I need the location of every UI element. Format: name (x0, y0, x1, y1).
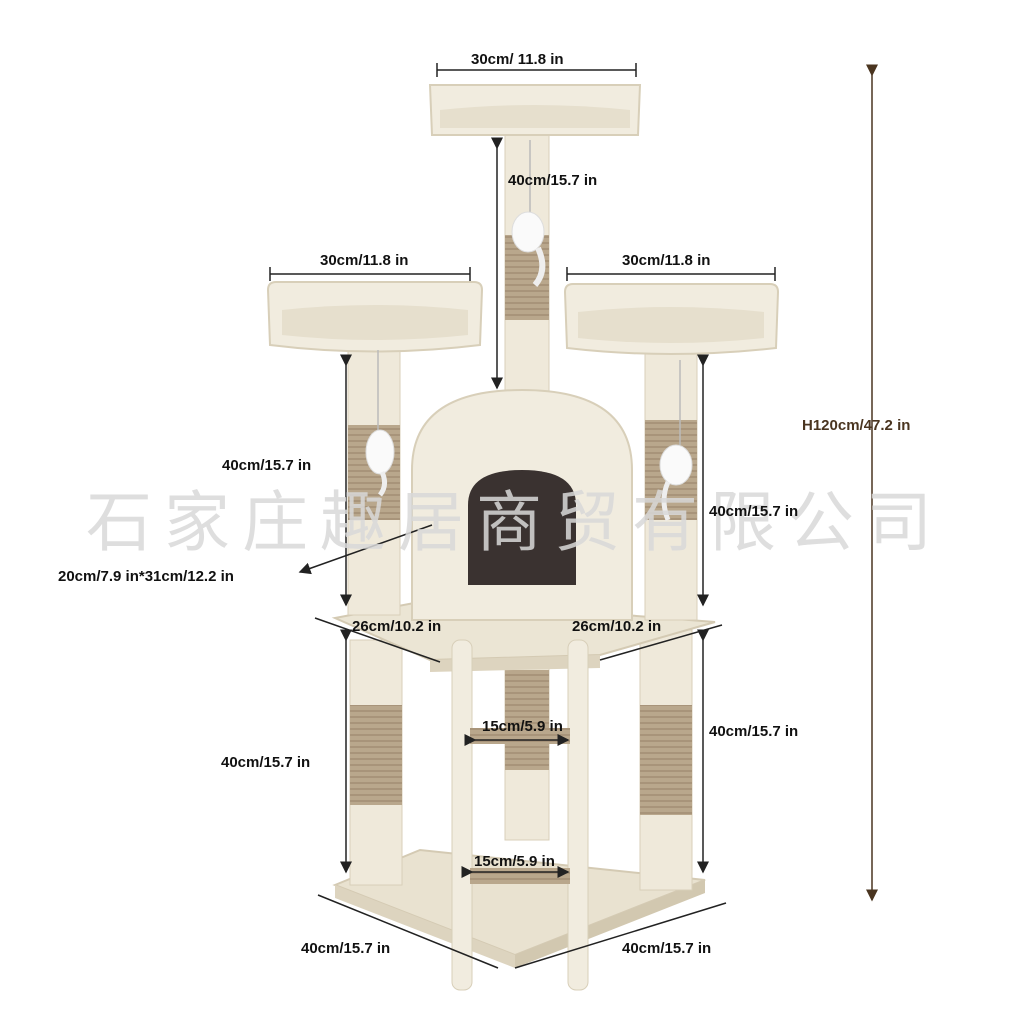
lower-right-post (639, 629, 693, 891)
left-upper-post-height-label: 40cm/15.7 in (222, 457, 312, 474)
top-platform-width-label: 30cm/ 11.8 in (471, 51, 564, 68)
watermark-text: 石家庄趣居商贸有限公司 (86, 484, 944, 561)
middle-board-right-label: 26cm/10.2 in (572, 618, 662, 635)
dimension-arrows (269, 63, 776, 969)
right-platform (563, 283, 780, 355)
lower-left-post (349, 639, 403, 886)
top-platform (428, 84, 642, 136)
mouse-toy-right (659, 360, 693, 521)
condo (411, 388, 633, 621)
mouse-toy-left (365, 350, 395, 497)
base-right-side-label: 40cm/15.7 in (622, 940, 712, 957)
right-platform-width-label: 30cm/11.8 in (622, 252, 711, 269)
left-platform (266, 281, 484, 353)
top-post-height-label: 40cm/15.7 in (508, 172, 598, 189)
mouse-toy-top (511, 140, 546, 287)
total-height-label: H120cm/47.2 in (802, 417, 911, 434)
lower-left-post-height-label: 40cm/15.7 in (221, 754, 311, 771)
condo-size-label: 20cm/7.9 in*31cm/12.2 in (58, 568, 234, 585)
ladder-lower-rung-label: 15cm/5.9 in (474, 853, 555, 870)
condo-entrance (468, 470, 576, 585)
lower-center-post (504, 649, 550, 841)
base-left-side-label: 40cm/15.7 in (301, 940, 391, 957)
left-platform-width-label: 30cm/11.8 in (320, 252, 409, 269)
lower-right-post-height-label: 40cm/15.7 in (709, 723, 799, 740)
ladder-upper-rung-label: 15cm/5.9 in (482, 718, 563, 735)
right-upper-post-height-label: 40cm/15.7 in (709, 503, 799, 520)
middle-board-left-label: 26cm/10.2 in (352, 618, 442, 635)
